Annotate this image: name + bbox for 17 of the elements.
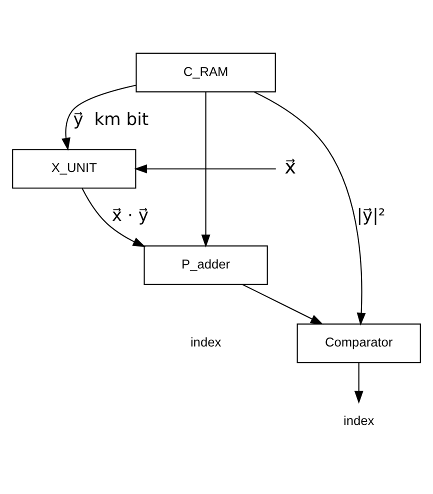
node-box: C_RAM	[136, 52, 276, 92]
arrow	[242, 284, 324, 325]
arrow	[201, 92, 210, 248]
label: index	[190, 334, 222, 350]
node-text: x⃗	[284, 156, 296, 179]
arrow	[354, 362, 364, 404]
arrow	[134, 164, 276, 174]
arrow	[62, 84, 136, 151]
edge-label: x⃗ · y⃗	[112, 206, 148, 226]
node-text: index	[344, 412, 374, 428]
edge-label: y⃗ km bit	[73, 110, 149, 130]
node-box: P_adder	[144, 245, 268, 285]
arrow	[82, 188, 146, 248]
node-box: Comparator	[296, 324, 421, 364]
node-box: X_UNIT	[12, 149, 136, 189]
edge-label: |y⃗|²	[356, 206, 386, 226]
arrow	[254, 91, 366, 326]
